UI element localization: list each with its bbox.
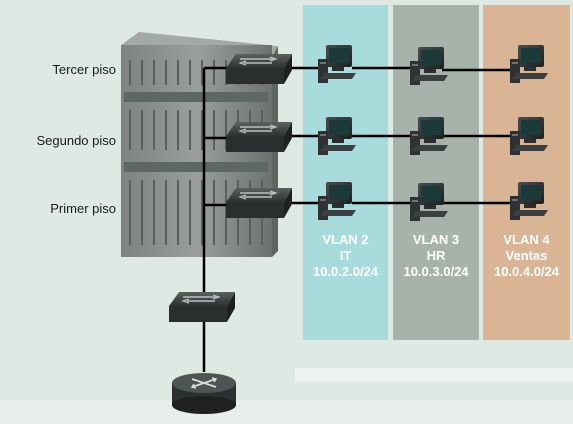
- vlan-dept: Ventas: [505, 248, 548, 263]
- floor-label-third: Tercer piso: [52, 62, 116, 77]
- floor-strip: [0, 400, 573, 424]
- vlan-name: VLAN 3: [412, 232, 460, 247]
- workgroup-switch-icon[interactable]: [225, 187, 293, 219]
- workgroup-switch-icon[interactable]: [168, 291, 236, 323]
- vlan-subnet: 10.0.3.0/24: [403, 264, 469, 279]
- floor-label-first: Primer piso: [50, 201, 116, 216]
- vlan-dept: IT: [339, 248, 352, 263]
- vlan-subnet: 10.0.2.0/24: [312, 264, 379, 279]
- vlan-dept: HR: [426, 248, 446, 263]
- base-strip: [295, 368, 573, 382]
- vlan-4-label: VLAN 4 Ventas 10.0.4.0/24: [483, 232, 570, 280]
- workgroup-switch-icon[interactable]: [225, 121, 293, 153]
- router-icon[interactable]: [172, 373, 236, 414]
- vlan-2-label: VLAN 2 IT 10.0.2.0/24: [303, 232, 388, 280]
- floor-label-second: Segundo piso: [36, 133, 116, 148]
- workgroup-switch-icon[interactable]: [225, 53, 293, 85]
- vlan-3-label: VLAN 3 HR 10.0.3.0/24: [393, 232, 479, 280]
- vlan-name: VLAN 2: [322, 232, 369, 247]
- vlan-name: VLAN 4: [503, 232, 550, 247]
- vlan-subnet: 10.0.4.0/24: [493, 264, 560, 279]
